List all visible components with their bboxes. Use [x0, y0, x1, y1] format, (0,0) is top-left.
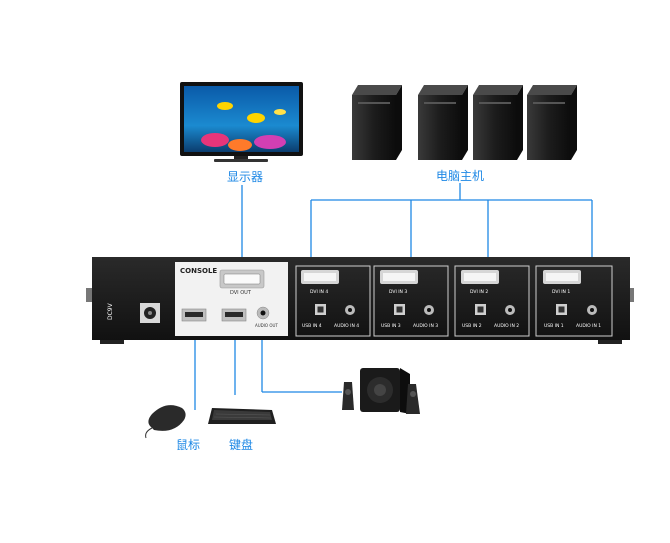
audio-in-label: AUDIO IN 3 [413, 323, 438, 329]
port-group-3: DVI IN 3 USB IN 3 AUDIO IN 3 [373, 265, 449, 337]
monitor-icon [180, 82, 303, 162]
dvi-in-label: DVI IN 4 [310, 289, 328, 295]
keyboard-label: 键盘 [229, 438, 254, 452]
console-audio-label: AUDIO OUT [255, 323, 278, 328]
computer-tower-icon [527, 85, 577, 160]
port-group-1: DVI IN 1 USB IN 1 AUDIO IN 1 [535, 265, 613, 337]
dvi-in-label: DVI IN 3 [389, 289, 407, 295]
audio-in-label: AUDIO IN 2 [494, 323, 519, 329]
dvi-in-label: DVI IN 2 [470, 289, 488, 295]
speaker-system-icon [342, 368, 420, 414]
usb-in-label: USB IN 1 [544, 323, 564, 329]
console-title: CONSOLE [180, 267, 217, 275]
port-group-2: DVI IN 2 USB IN 2 AUDIO IN 2 [454, 265, 530, 337]
computer-tower-icon [418, 85, 468, 160]
keyboard-icon [208, 408, 276, 424]
audio-in-label: AUDIO IN 1 [576, 323, 601, 329]
mouse-icon [145, 405, 186, 439]
mouse-label: 鼠标 [176, 438, 201, 452]
usb-in-label: USB IN 2 [462, 323, 482, 329]
computer-tower-icon [352, 85, 402, 160]
usb-in-label: USB IN 4 [302, 323, 322, 329]
port-group-4: DVI IN 4 USB IN 4 AUDIO IN 4 [295, 265, 371, 337]
monitor-label: 显示器 [227, 170, 264, 184]
usb-in-label: USB IN 3 [381, 323, 401, 329]
power-label: DC9V [107, 302, 114, 320]
connector-lines [194, 183, 593, 410]
kvm-switch: DC9V CONSOLE DVI OUT AUDIO OUT DVI IN 4 [86, 257, 634, 344]
audio-in-label: AUDIO IN 4 [334, 323, 359, 329]
console-dvi-label: DVI OUT [230, 290, 252, 296]
dvi-in-label: DVI IN 1 [552, 289, 570, 295]
computers-label: 电脑主机 [436, 169, 485, 183]
computer-tower-icon [473, 85, 523, 160]
